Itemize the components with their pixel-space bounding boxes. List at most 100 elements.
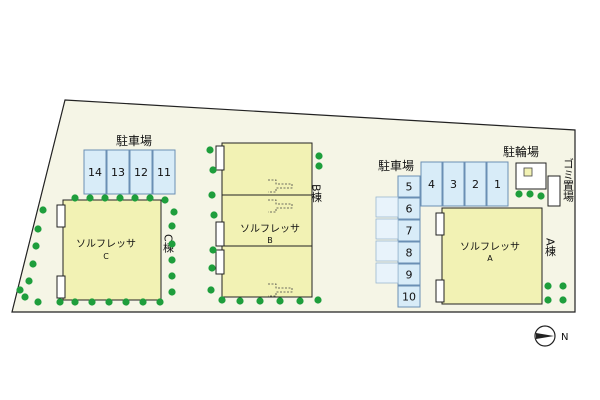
tree-icon — [71, 194, 79, 202]
building-b-wing-label: B棟 — [310, 184, 323, 203]
tree-icon — [208, 191, 216, 199]
tree-icon — [526, 190, 534, 198]
tree-icon — [209, 166, 217, 174]
tree-icon — [29, 260, 37, 268]
tree-icon — [168, 240, 176, 248]
tree-icon — [25, 277, 33, 285]
tree-icon — [207, 286, 215, 294]
tree-icon — [168, 272, 176, 280]
tree-icon — [16, 286, 24, 294]
parking-lot-north: 14 13 12 11 — [83, 149, 176, 195]
tree-icon — [544, 282, 552, 290]
north-arrow-icon — [536, 333, 554, 339]
parking-space-number: 14 — [88, 166, 102, 179]
tree-icon — [314, 296, 322, 304]
building-a: ソルフレッサ A A棟 — [435, 207, 557, 305]
tree-icon — [146, 194, 154, 202]
parking-space — [152, 149, 176, 195]
tree-icon — [208, 264, 216, 272]
tree-icon — [218, 296, 226, 304]
tree-icon — [56, 298, 64, 306]
tree-icon — [156, 298, 164, 306]
tree-icon — [32, 242, 40, 250]
parking-space — [129, 149, 153, 195]
tree-icon — [544, 296, 552, 304]
building-c-letter: C — [103, 252, 109, 261]
garbage-area: ゴミ置場 — [547, 157, 575, 207]
tree-icon — [168, 288, 176, 296]
building-a-letter: A — [487, 254, 493, 263]
tree-icon — [296, 297, 304, 305]
parking-space — [442, 161, 465, 207]
parking-space-number: 10 — [402, 291, 416, 304]
building-c-name: ソルフレッサ — [76, 238, 136, 250]
parking-space-number: 9 — [406, 269, 413, 282]
parking-space-number: 5 — [406, 181, 413, 194]
parking-space-number: 7 — [406, 225, 413, 238]
parking-space — [486, 161, 509, 207]
parking-label-east: 駐車場 — [378, 158, 414, 173]
tree-icon — [39, 206, 47, 214]
tree-icon — [122, 298, 130, 306]
parking-label-north: 駐車場 — [116, 133, 152, 148]
parking-space-number: 6 — [406, 203, 413, 216]
tree-icon — [21, 293, 29, 301]
compass: N — [534, 325, 568, 347]
tree-icon — [88, 298, 96, 306]
parking-space — [83, 149, 107, 195]
tree-icon — [236, 297, 244, 305]
tree-icon — [105, 298, 113, 306]
compass-north-letter: N — [561, 332, 568, 343]
tree-icon — [170, 208, 178, 216]
building-a-wing-label: A棟 — [544, 238, 557, 257]
parking-space-number: 13 — [111, 166, 125, 179]
building-b-name: ソルフレッサ — [240, 223, 300, 235]
tree-icon — [537, 192, 545, 200]
tree-icon — [116, 194, 124, 202]
parking-space-number: 4 — [428, 178, 435, 191]
building-b-letter: B — [267, 236, 273, 245]
tree-icon — [34, 298, 42, 306]
parking-space — [106, 149, 130, 195]
parking-space-number: 2 — [472, 178, 479, 191]
parking-space — [464, 161, 487, 207]
tree-icon — [315, 152, 323, 160]
tree-icon — [515, 190, 523, 198]
bicycle-parking-label: 駐輪場 — [503, 144, 539, 159]
parking-space-number: 8 — [406, 247, 413, 260]
parking-space-number: 11 — [157, 166, 171, 179]
tree-icon — [34, 225, 42, 233]
parking-space — [397, 285, 421, 308]
tree-icon — [131, 194, 139, 202]
parking-lot-unnumbered — [375, 196, 399, 284]
tree-icon — [559, 282, 567, 290]
building-c: ソルフレッサ C C棟 — [56, 199, 175, 301]
tree-icon — [86, 194, 94, 202]
bicycle-parking — [515, 162, 547, 190]
building-c-wing-label: C棟 — [162, 234, 175, 253]
parking-space-number: 1 — [494, 178, 501, 191]
building-b: ソルフレッサ B B棟 — [215, 142, 323, 298]
tree-icon — [139, 298, 147, 306]
parking-space — [420, 161, 443, 207]
tree-icon — [315, 162, 323, 170]
tree-icon — [101, 194, 109, 202]
building-a-name: ソルフレッサ — [460, 241, 520, 253]
tree-icon — [168, 222, 176, 230]
tree-icon — [71, 298, 79, 306]
trees — [16, 146, 567, 306]
parking-lot-east-side: 5 6 7 8 9 10 — [397, 175, 421, 308]
tree-icon — [168, 256, 176, 264]
tree-icon — [210, 211, 218, 219]
tree-icon — [559, 296, 567, 304]
tree-icon — [161, 196, 169, 204]
tree-icon — [206, 146, 214, 154]
parking-space-number: 12 — [134, 166, 148, 179]
tree-icon — [256, 297, 264, 305]
tree-icon — [209, 246, 217, 254]
garbage-area-label: ゴミ置場 — [562, 157, 575, 203]
tree-icon — [276, 297, 284, 305]
parking-space — [397, 175, 421, 198]
